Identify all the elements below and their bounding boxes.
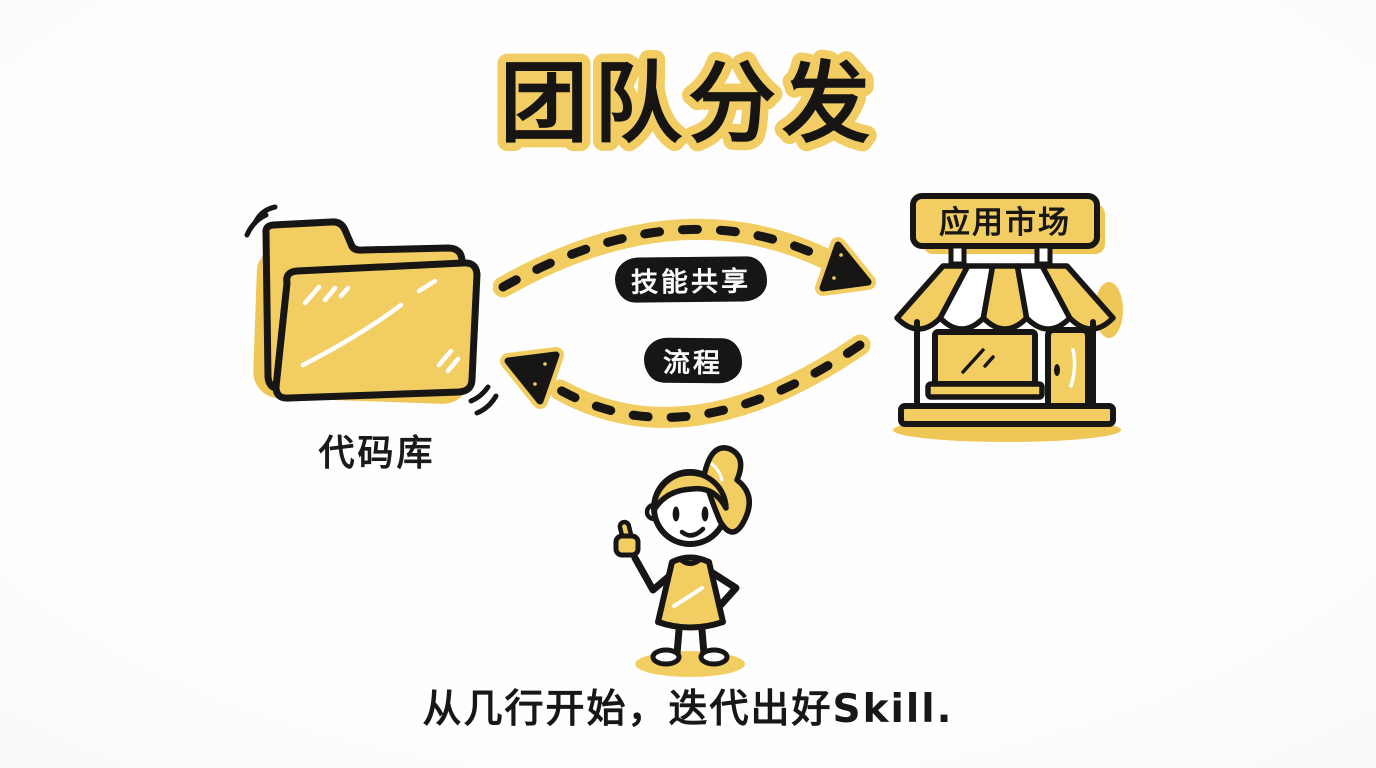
page-title: 团队分发 bbox=[500, 52, 876, 155]
page-title-art: 团队分发 bbox=[491, 44, 878, 164]
cycle-arrows-icon bbox=[493, 218, 876, 428]
thumbs-up-icon bbox=[613, 519, 641, 558]
girl-character-icon bbox=[613, 445, 752, 677]
top-arrow-label-pill: 技能共享 bbox=[614, 256, 768, 303]
arrow-left-icon bbox=[500, 334, 871, 428]
top-arrow-label: 技能共享 bbox=[630, 266, 752, 299]
storefront-icon: 应用市场 bbox=[893, 193, 1123, 442]
store-sign-label: 应用市场 bbox=[939, 205, 1071, 241]
folder-icon bbox=[244, 204, 499, 416]
caption-text: 从几行开始，迭代出好Skill. bbox=[422, 687, 954, 732]
folder-label: 代码库 bbox=[318, 433, 436, 474]
arrow-right-icon bbox=[493, 218, 876, 298]
bottom-arrow-label: 流程 bbox=[662, 347, 724, 380]
bottom-arrow-label-pill: 流程 bbox=[643, 337, 743, 384]
